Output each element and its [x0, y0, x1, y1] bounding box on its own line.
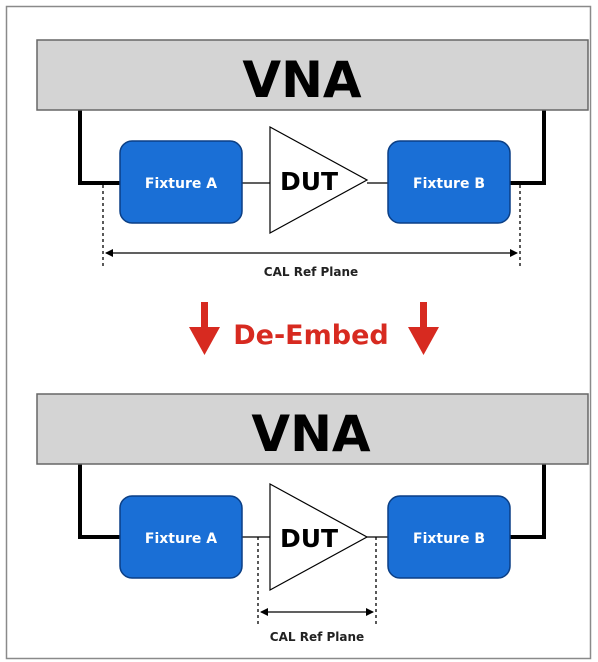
arrow-down-icon [408, 302, 439, 355]
top-left-cable [78, 110, 120, 185]
top-vna-box [36, 39, 589, 111]
bottom-dut-triangle [269, 482, 369, 592]
bottom-fixture-a-label: Fixture A [145, 531, 217, 547]
top-fixture-a-box [119, 140, 243, 224]
bottom-left-cable [78, 464, 120, 539]
bottom-vna-label: VNA [251, 405, 371, 463]
top-right-cable [508, 110, 546, 185]
de-embed-label: De-Embed [233, 320, 388, 351]
bottom-fixture-a-box [119, 495, 243, 579]
bottom-dut-label: DUT [280, 524, 338, 553]
top-fixture-a-label: Fixture A [145, 176, 217, 192]
bottom-fixture-b-box [387, 495, 511, 579]
top-setup: VNA Fixture A DUT Fixture B CAL Ref Plan… [36, 39, 589, 279]
arrow-down-icon [189, 302, 220, 355]
bottom-setup: VNA Fixture A DUT Fixture B CAL Ref Plan… [36, 393, 589, 644]
top-dut-triangle [269, 125, 369, 235]
top-fixture-b-box [387, 140, 511, 224]
bottom-vna-box [36, 393, 589, 465]
bottom-right-cable [508, 464, 546, 539]
bottom-ref-plane-label: CAL Ref Plane [270, 630, 364, 644]
top-fixture-b-label: Fixture B [413, 176, 485, 192]
bottom-fixture-b-label: Fixture B [413, 531, 485, 547]
top-vna-label: VNA [242, 51, 362, 109]
top-ref-plane-label: CAL Ref Plane [264, 265, 358, 279]
de-embed-transition: De-Embed [189, 302, 439, 355]
top-dut-label: DUT [280, 167, 338, 196]
